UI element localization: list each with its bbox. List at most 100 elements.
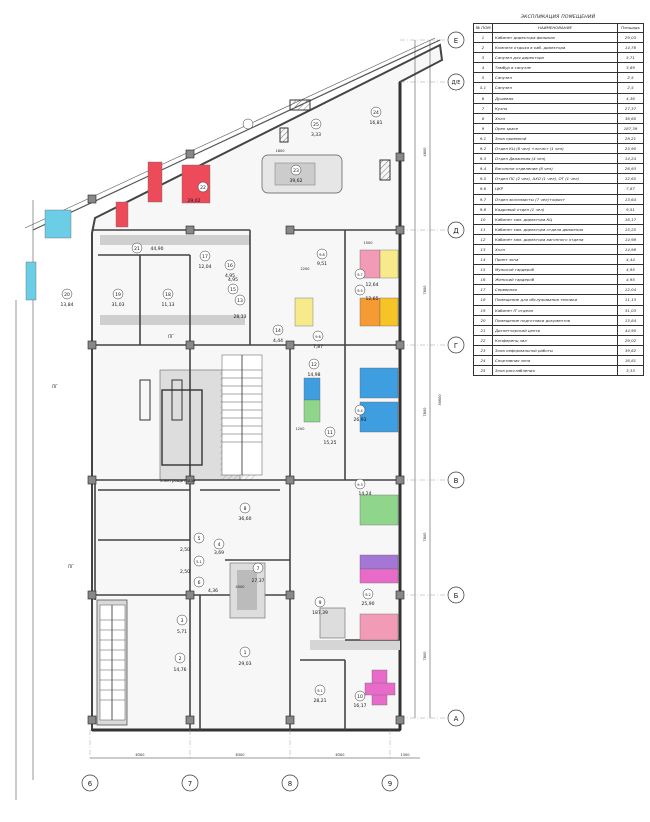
pg-note: ПГ xyxy=(68,564,74,569)
room-tag-area: 2,50 xyxy=(180,547,190,553)
axis-bubble-E xyxy=(447,31,465,49)
it-desk-2 xyxy=(25,261,37,301)
room-tag-area: 12,64 xyxy=(366,282,379,288)
room-tag-area: 4,95 xyxy=(228,277,238,283)
room-number: 25 xyxy=(473,365,493,377)
axis-bubble-B xyxy=(447,586,465,604)
room-tag-area: 13,84 xyxy=(61,302,74,308)
zam-wagon-desk xyxy=(303,377,321,401)
room-name: Конференц зал xyxy=(492,334,618,346)
room-number: 9.7 xyxy=(473,193,493,205)
room-tag-area: 14,98 xyxy=(308,372,321,378)
pg-note: ПГ xyxy=(52,384,58,389)
room-name: Комната отдыха в каб. директора xyxy=(492,42,618,54)
room-name: Санузел xyxy=(492,72,618,84)
building-outline xyxy=(15,37,444,800)
room-number: 6 xyxy=(473,92,493,104)
room-number: 9.6 xyxy=(473,183,493,195)
room-number: 21 xyxy=(473,324,493,336)
room-area: 31,03 xyxy=(617,304,644,316)
room-tag xyxy=(242,118,254,130)
room-name: Отдел экономисты (7 чел)+юрист xyxy=(492,193,618,205)
room-area: 7,87 xyxy=(617,183,644,195)
room-tag: 13 28,13 xyxy=(234,294,247,320)
room-tag: 9.6 7,87 xyxy=(312,330,324,350)
dim-note: 1500 xyxy=(364,241,373,245)
room-tag: 16 4,95 xyxy=(224,259,236,279)
room-tag: 9.4 26,93 xyxy=(354,404,367,423)
room-area: 13,84 xyxy=(617,314,644,326)
room-tag: 3 5,71 xyxy=(176,614,188,635)
room-name: Кабинет зам. директора отдела движения xyxy=(492,223,618,235)
dim-bottom: 1300 xyxy=(401,753,410,757)
room-tag-area: 28,13 xyxy=(234,314,247,320)
room-tag: 22 29,02 xyxy=(188,181,209,204)
interior-walls xyxy=(92,229,400,730)
axis-bubble-8 xyxy=(281,774,299,792)
room-tag-area: 2,50 xyxy=(180,569,190,575)
room-tag: 8 36,60 xyxy=(239,502,252,522)
room-tag-area: 25,90 xyxy=(362,601,375,607)
room-number: 3 xyxy=(473,52,493,64)
staircase xyxy=(99,354,263,721)
room-name: Кабинет зам. директора вагонного отдела xyxy=(492,233,618,245)
room-tag-num: 9.6 xyxy=(315,335,321,339)
room-tag-num: 14 xyxy=(275,328,281,334)
axis-label-row: Е xyxy=(454,37,458,45)
axis-label-row: Д/Е xyxy=(452,80,461,86)
room-number: 20 xyxy=(473,314,493,326)
room-number: 7 xyxy=(473,102,493,114)
zam-kc-desk-2 xyxy=(364,682,396,696)
ps-desk-orange xyxy=(359,297,381,327)
room-area: 4,95 xyxy=(617,274,644,286)
room-area: 5,71 xyxy=(617,52,644,64)
axis-label-col: 6 xyxy=(88,780,93,788)
room-tag: 14 4,44 xyxy=(272,324,284,344)
room-tag: 15 4,95 xyxy=(227,277,239,295)
room-name: Серверная xyxy=(492,284,618,296)
dim-note: 4500 xyxy=(236,585,245,589)
room-tag-num: 8 xyxy=(244,506,247,512)
room-tag-num: 4 xyxy=(218,542,221,548)
room-tag-num: 21 xyxy=(134,246,140,252)
room-tag: 5.1 2,50 xyxy=(180,555,205,575)
room-tag: 9.5 12,65 xyxy=(354,284,379,302)
room-tag: 2 14,76 xyxy=(174,652,187,673)
room-tag-num: 17 xyxy=(202,254,208,260)
axis-label-row: Д xyxy=(453,227,459,235)
room-tag-num: 18 xyxy=(165,292,171,298)
room-number: 9.1 xyxy=(473,132,493,145)
room-tag-num: 9.7 xyxy=(357,273,363,277)
dim-right: 7800 xyxy=(423,652,427,661)
room-tag-num: 9.1 xyxy=(317,689,323,693)
room-number: 8 xyxy=(473,112,493,124)
room-tag-area: 27,37 xyxy=(252,578,265,584)
room-number: 11 xyxy=(473,223,493,235)
room-number: 12 xyxy=(473,233,493,245)
room-number: 24 xyxy=(473,354,493,367)
axis-label-col: 8 xyxy=(288,780,292,788)
room-name: Кадровый отдел (1 чел) xyxy=(492,203,618,215)
room-tag: 7 27,37 xyxy=(252,562,265,584)
axis-bubble-V xyxy=(447,471,465,489)
room-name: Кабинет зам. директора КЦ xyxy=(492,213,618,225)
room-tag-area: 7,87 xyxy=(313,344,323,350)
room-tag-num: 3 xyxy=(181,618,184,624)
room-name: Спортивная зона xyxy=(492,354,618,367)
room-tag-num: 11 xyxy=(327,430,333,436)
room-name: Принт зона xyxy=(492,254,618,266)
room-tag: 5 2,50 xyxy=(180,532,205,553)
room-tag-area: 3,33 xyxy=(311,132,321,138)
room-number: 19 xyxy=(473,304,493,316)
